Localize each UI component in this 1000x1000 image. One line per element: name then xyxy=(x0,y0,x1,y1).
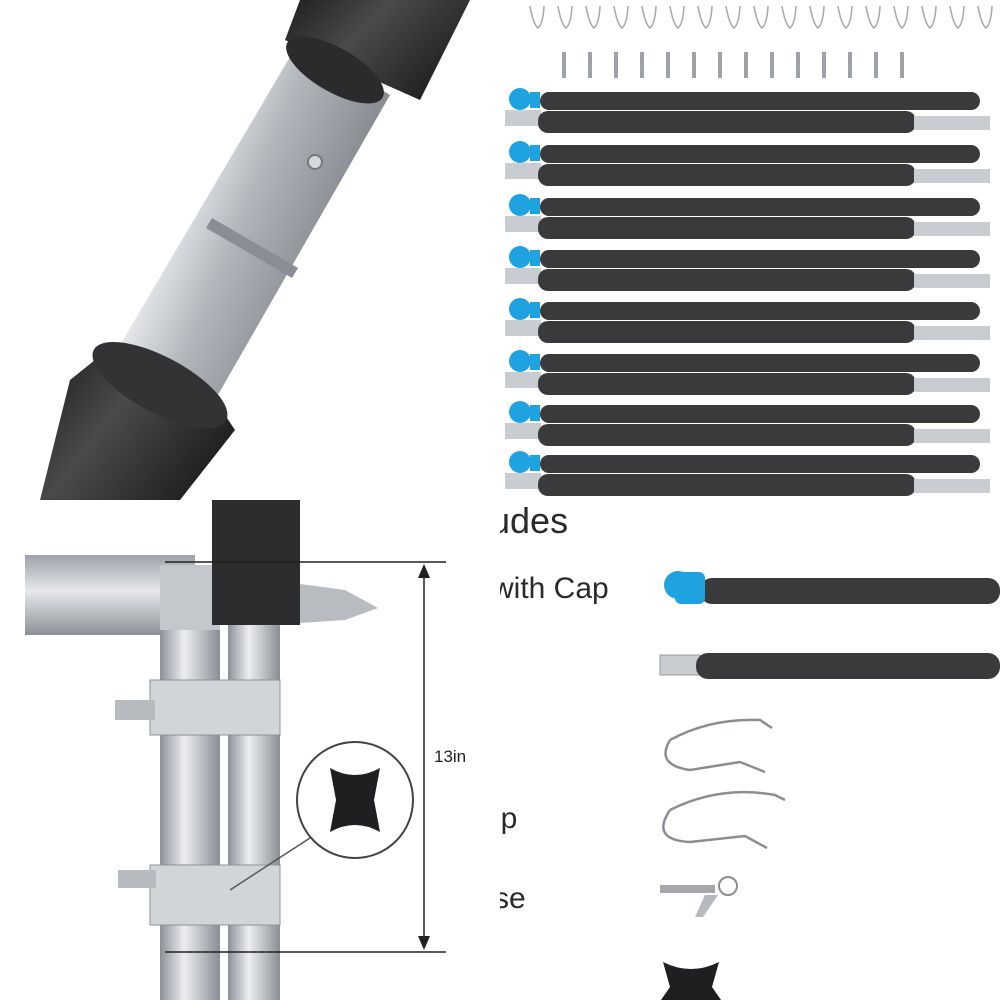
pole-pair xyxy=(505,246,990,291)
pole-pair xyxy=(505,350,990,395)
pole-bracket-illustration xyxy=(25,500,446,1000)
fuse-label: se xyxy=(500,882,526,915)
pole-pairs xyxy=(505,88,990,496)
lower-bolt xyxy=(118,870,156,888)
fuse-piece-icon xyxy=(330,768,380,832)
arrow-up-icon xyxy=(418,564,430,578)
pole-pair xyxy=(505,141,990,186)
top-foam-end xyxy=(286,36,384,104)
dimension-label: 13in xyxy=(434,747,467,766)
screw-icon xyxy=(660,876,738,917)
pole-joint-illustration xyxy=(40,0,470,500)
package-items-illustration xyxy=(659,571,1000,1000)
pole-with-cap-label: with Cap xyxy=(500,572,609,605)
screws-row xyxy=(562,52,904,78)
pole-bracket-photo: 13in xyxy=(0,500,500,1000)
upper-bolt xyxy=(115,700,155,720)
upper-bracket xyxy=(149,679,281,736)
pole-pair xyxy=(505,298,990,343)
joint-ring xyxy=(206,218,298,278)
pole-pair xyxy=(505,451,990,496)
top-foam-sleeve xyxy=(285,0,470,100)
bottom-foam-end xyxy=(92,341,228,429)
net-pole xyxy=(228,560,280,1000)
package-heading: udes xyxy=(500,500,569,541)
clip-label: ip xyxy=(500,802,518,835)
pole-without-cap-item xyxy=(659,653,1000,679)
pole-with-cap-item xyxy=(664,571,1000,604)
parts-layout-illustration xyxy=(505,5,993,496)
parts-layout-photo xyxy=(500,0,1000,500)
push-pin xyxy=(307,154,323,170)
package-includes-panel: udes with Cap ip se xyxy=(500,500,1000,1000)
steel-tube xyxy=(120,40,390,400)
arrow-down-icon xyxy=(418,936,430,950)
pole-pair xyxy=(505,194,990,239)
pole-joint-closeup-photo xyxy=(0,0,500,500)
pole-pair xyxy=(505,401,990,446)
spring-clip-icon xyxy=(664,718,773,774)
fuse-icon xyxy=(661,962,721,1000)
spring-clip-large-icon xyxy=(662,790,786,850)
lower-bracket xyxy=(149,864,281,926)
pole-pair xyxy=(505,88,990,133)
spring-clips-row xyxy=(529,5,993,30)
frame-connector xyxy=(160,565,220,635)
